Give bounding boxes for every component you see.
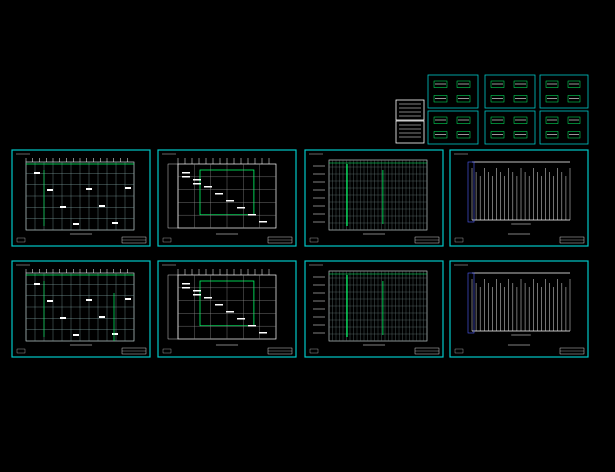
drawing-sheet-3[interactable]: [304, 149, 444, 247]
drawing-sheet-6[interactable]: [157, 260, 297, 358]
detail-sheet-1[interactable]: [427, 74, 479, 109]
detail-sheet-7[interactable]: [395, 99, 425, 121]
detail-sheet-5[interactable]: [484, 110, 536, 145]
detail-sheet-8[interactable]: [395, 120, 425, 144]
sheet-frame: [449, 260, 589, 358]
detail-sheet-2[interactable]: [484, 74, 536, 109]
sheet-frame: [449, 149, 589, 247]
drawing-sheet-2[interactable]: [157, 149, 297, 247]
sheet-frame: [304, 149, 444, 247]
drawing-sheet-1[interactable]: [11, 149, 151, 247]
detail-sheet-4[interactable]: [427, 110, 479, 145]
drawing-sheet-7[interactable]: [304, 260, 444, 358]
sheet-frame: [304, 260, 444, 358]
detail-sheet-6[interactable]: [539, 110, 589, 145]
drawing-sheet-8[interactable]: [449, 260, 589, 358]
detail-sheet-3[interactable]: [539, 74, 589, 109]
drawing-sheet-4[interactable]: [449, 149, 589, 247]
drawing-sheet-5[interactable]: [11, 260, 151, 358]
